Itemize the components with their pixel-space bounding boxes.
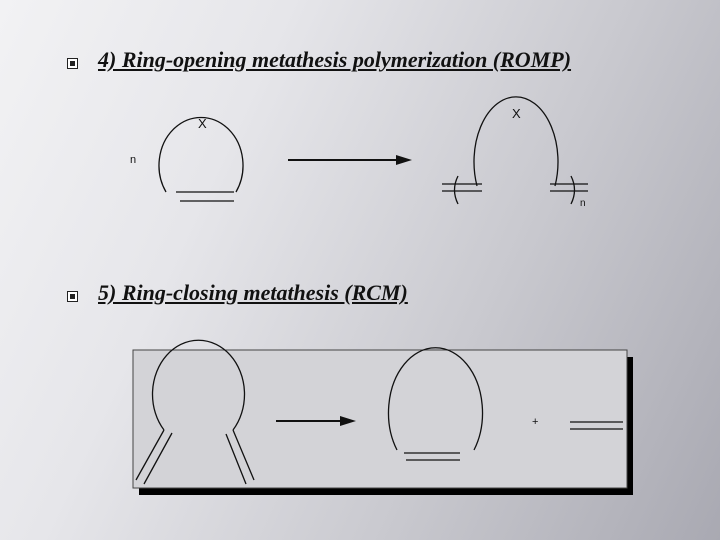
rcm-panel <box>132 349 628 489</box>
romp-reaction-arrow <box>288 155 412 165</box>
romp-reactant-ring <box>158 116 244 202</box>
romp-product-n-label: n <box>580 198 586 209</box>
bullet-icon <box>67 58 78 69</box>
rcm-plus-sign: + <box>532 416 538 428</box>
romp-reactant-n-label: n <box>130 154 136 166</box>
rcm-byproduct-ethylene <box>570 421 623 430</box>
rcm-heading: 5) Ring-closing metathesis (RCM) <box>98 280 408 305</box>
rcm-reactant-diene <box>135 339 255 485</box>
romp-product-polymer <box>442 96 588 205</box>
rcm-reaction-arrow <box>276 416 356 426</box>
romp-heading: 4) Ring-opening metathesis polymerizatio… <box>98 47 572 72</box>
romp-product-x-label: X <box>512 106 521 121</box>
bullet-icon <box>67 291 78 302</box>
rcm-product-ring <box>387 347 484 461</box>
romp-reactant-x-label: X <box>198 116 207 131</box>
